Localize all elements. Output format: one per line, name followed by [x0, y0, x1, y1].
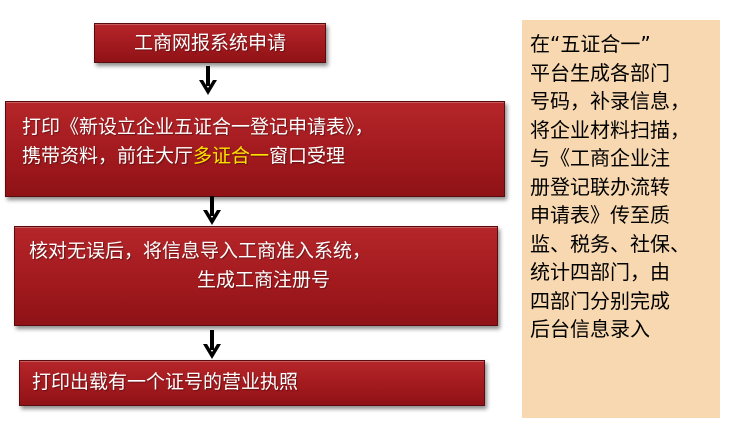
note-line: 后台信息录入	[530, 317, 650, 341]
side-note-panel: 在“五证合一” 平台生成各部门 号码，补录信息， 将企业材料扫描， 与《工商企业…	[522, 20, 720, 418]
flow-step-web-application: 工商网报系统申请	[94, 23, 326, 63]
down-arrow-icon	[199, 66, 217, 95]
flow-step-line: 生成工商注册号	[197, 269, 331, 292]
note-line: 册登记联办流转	[530, 174, 670, 199]
flow-step-line: 核对无误后，将信息导入工商准入系统，	[29, 240, 372, 262]
flow-step-line: 打印《新设立企业五证合一登记申请表》，	[22, 116, 374, 138]
note-line: 将企业材料扫描，	[530, 117, 690, 142]
down-arrow-icon	[203, 196, 221, 225]
flow-step-print-application-form: 打印《新设立企业五证合一登记申请表》， 携带资料，前往大厅多证合一窗口受理	[5, 101, 505, 197]
flow-step-print-business-license: 打印出载有一个证号的营业执照	[19, 360, 485, 406]
flow-step-verify-and-import: 核对无误后，将信息导入工商准入系统， 生成工商注册号	[14, 226, 498, 326]
flow-step-text: 窗口受理	[269, 145, 346, 168]
note-line: 四部门分别完成	[530, 288, 670, 313]
flow-step-line: 携带资料，前往大厅多证合一窗口受理	[22, 142, 492, 171]
note-line: 申请表》传至质	[530, 203, 670, 227]
flow-step-text: 携带资料，前往大厅	[22, 145, 194, 168]
flow-step-label: 工商网报系统申请	[133, 32, 286, 54]
highlight-text: 多证合一	[193, 145, 270, 168]
note-line: 平台生成各部门	[530, 60, 670, 85]
note-line: 监、税务、社保、	[530, 231, 690, 256]
note-line: 统计四部门，由	[530, 260, 670, 284]
flow-step-label: 打印出载有一个证号的营业执照	[32, 371, 299, 393]
note-line: 在“五证合一”	[530, 32, 651, 56]
down-arrow-icon	[203, 330, 221, 359]
note-line: 与《工商企业注	[530, 146, 670, 170]
note-line: 号码，补录信息，	[530, 89, 690, 113]
